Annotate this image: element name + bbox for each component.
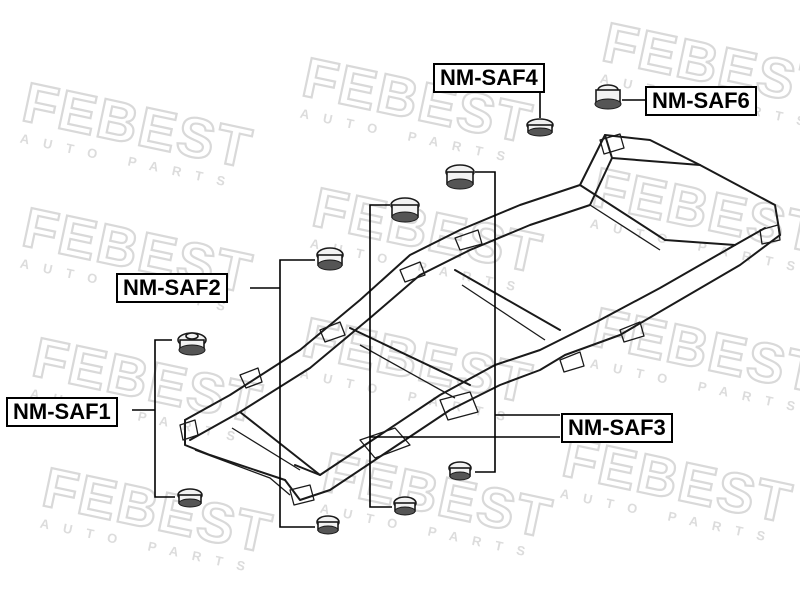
mount-saf1-lower <box>177 488 203 508</box>
watermark-logo: FEBEST AUTO PARTS <box>556 424 799 547</box>
mount-saf2-upper <box>316 247 344 271</box>
leader-saf3-join <box>370 414 560 438</box>
mount-saf3-upper-b <box>445 164 475 190</box>
watermark-logo: FEBEST AUTO PARTS <box>306 174 549 297</box>
leader-saf1 <box>132 339 175 498</box>
part-label-saf3: NM-SAF3 <box>561 413 673 443</box>
watermark-logo: FEBEST AUTO PARTS <box>26 324 269 447</box>
mount-saf2-lower <box>316 515 340 535</box>
frame-right-rail <box>284 234 781 501</box>
watermark-logo: FEBEST AUTO PARTS <box>586 154 800 277</box>
part-number: NM-SAF3 <box>568 415 666 440</box>
part-label-saf2: NM-SAF2 <box>116 273 228 303</box>
leader-saf3-a <box>369 204 392 508</box>
frame-crossmember-3 <box>454 269 561 331</box>
part-number: NM-SAF2 <box>123 275 221 300</box>
watermark-logo: FEBEST AUTO PARTS <box>36 454 279 577</box>
leader-saf3-b <box>475 171 496 473</box>
leader-saf2 <box>250 259 315 528</box>
part-number: NM-SAF1 <box>13 399 111 424</box>
part-label-saf6: NM-SAF6 <box>645 86 757 116</box>
mount-saf4 <box>526 118 554 137</box>
frame-left-rail-inner <box>189 157 613 441</box>
watermark-logo: FEBEST AUTO PARTS <box>586 294 800 417</box>
mount-saf3-lower-a <box>393 496 417 516</box>
mount-saf3-lower-b <box>448 461 472 481</box>
mount-saf6 <box>594 84 622 110</box>
mount-saf1-upper <box>177 332 207 356</box>
watermark-logo: FEBEST AUTO PARTS <box>16 69 259 192</box>
frame-crossmember-rear <box>604 134 701 166</box>
part-label-saf4: NM-SAF4 <box>433 63 545 93</box>
frame-crossmember-4 <box>579 184 736 246</box>
part-number: NM-SAF6 <box>652 88 750 113</box>
part-label-saf1: NM-SAF1 <box>6 397 118 427</box>
frame-right-rail-inner <box>294 227 766 476</box>
leader-lines <box>132 93 648 528</box>
part-number: NM-SAF4 <box>440 65 538 90</box>
mount-saf3-upper-a <box>390 197 420 223</box>
watermark-logo: FEBEST AUTO PARTS <box>316 439 559 562</box>
frame-front-crossmember <box>184 419 286 481</box>
